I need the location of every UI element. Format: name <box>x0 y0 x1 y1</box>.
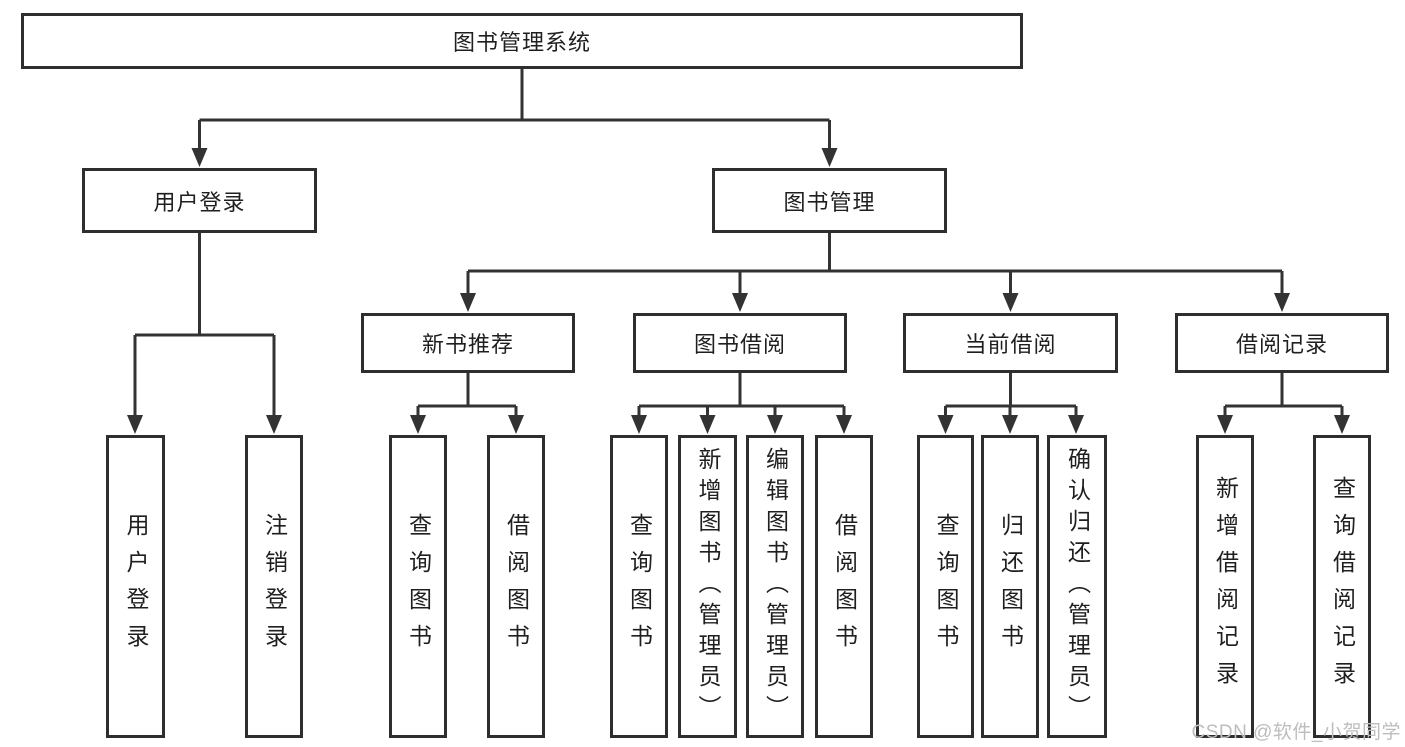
leaf-return-books: 归还图书 <box>981 435 1039 738</box>
watermark: CSDN @软件_小贺同学 <box>1191 722 1401 743</box>
leaf-add-borrow-record: 新增借阅记录 <box>1196 435 1254 738</box>
leaf-query-books-recommend: 查询图书 <box>389 435 447 738</box>
node-current-borrowing: 当前借阅 <box>903 313 1118 373</box>
leaf-logout: 注销登录 <box>245 435 303 738</box>
node-borrowing-records: 借阅记录 <box>1175 313 1389 373</box>
leaf-label: 查询借阅记录 <box>1329 475 1356 698</box>
leaf-query-books-borrowing: 查询图书 <box>610 435 668 738</box>
node-book-management: 图书管理 <box>712 168 947 233</box>
leaf-add-book-admin: 新增图书（管理员） <box>678 435 737 738</box>
leaf-label: 查询图书 <box>933 512 959 661</box>
leaf-borrow-books-recommend: 借阅图书 <box>487 435 545 738</box>
leaf-label: 新增图书（管理员） <box>695 447 721 726</box>
leaf-label: 借阅图书 <box>503 512 530 661</box>
leaf-label: 确认归还（管理员） <box>1064 447 1091 726</box>
node-library-management-system: 图书管理系统 <box>21 13 1023 69</box>
leaf-label: 用户登录 <box>123 512 149 661</box>
leaf-edit-book-admin: 编辑图书（管理员） <box>746 435 804 738</box>
node-book-borrowing: 图书借阅 <box>633 313 847 373</box>
leaf-label: 注销登录 <box>261 512 288 661</box>
leaf-label: 查询图书 <box>405 512 432 661</box>
leaf-label: 新增借阅记录 <box>1212 475 1239 698</box>
leaf-borrow-books-borrowing: 借阅图书 <box>815 435 873 738</box>
node-new-book-recommend: 新书推荐 <box>361 313 575 373</box>
leaf-label: 编辑图书（管理员） <box>762 447 789 726</box>
node-user-login: 用户登录 <box>82 168 317 233</box>
leaf-query-borrow-record: 查询借阅记录 <box>1313 435 1371 738</box>
leaf-user-login: 用户登录 <box>106 435 165 738</box>
leaf-confirm-return-admin: 确认归还（管理员） <box>1047 435 1107 738</box>
leaf-label: 归还图书 <box>997 512 1024 661</box>
leaf-query-books-current: 查询图书 <box>917 435 974 738</box>
leaf-label: 查询图书 <box>626 512 653 661</box>
leaf-label: 借阅图书 <box>831 512 858 661</box>
